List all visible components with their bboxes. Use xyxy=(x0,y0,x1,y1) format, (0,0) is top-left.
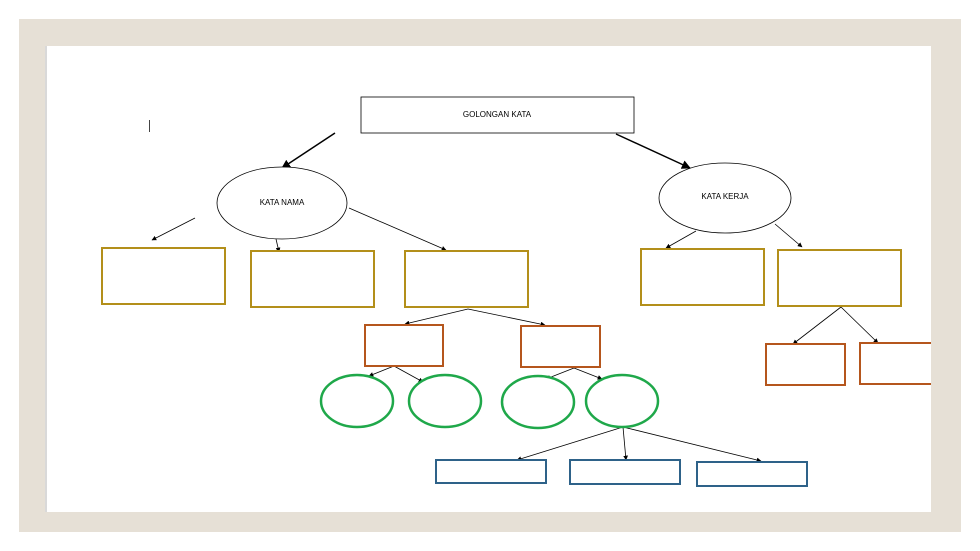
kata-kerja-node xyxy=(658,162,792,234)
edge-kerjabox2-to-brown1 xyxy=(792,306,842,345)
text-cursor xyxy=(149,120,150,132)
kata-nama-box-2 xyxy=(250,250,375,308)
brown-box-2 xyxy=(520,325,601,368)
edge-kerja-to-box2 xyxy=(774,223,803,248)
edge-nama-to-box1 xyxy=(151,217,196,241)
kata-nama-label: KATA NAMA xyxy=(260,198,305,207)
brown-box-3 xyxy=(765,343,846,386)
green-circle-1 xyxy=(319,373,395,429)
green-circle-3 xyxy=(500,374,576,430)
kata-nama-box-1 xyxy=(101,247,226,305)
edge-root-to-kata-nama xyxy=(281,132,336,169)
slide-left-edge xyxy=(45,46,47,512)
root-node xyxy=(360,96,635,134)
green-circles xyxy=(319,373,660,430)
edge-circle4-to-blue1 xyxy=(516,426,624,462)
blue-box-2 xyxy=(569,459,681,485)
edge-circle4-to-blue3 xyxy=(622,426,762,463)
concept-map: GOLONGAN KATA KATA NAMA KATA KERJA xyxy=(101,96,931,487)
edge-nama-to-box2 xyxy=(275,238,281,253)
kata-nama-box-3 xyxy=(404,250,529,308)
edge-brown2-to-circle4 xyxy=(573,367,603,380)
brown-boxes xyxy=(364,324,931,386)
edge-root-to-kata-kerja xyxy=(615,133,691,169)
root-label: GOLONGAN KATA xyxy=(463,110,532,119)
brown-box-1 xyxy=(364,324,444,367)
edge-box3-to-brown1 xyxy=(404,308,469,326)
green-circle-2 xyxy=(407,373,483,429)
slide-frame: GOLONGAN KATA KATA NAMA KATA KERJA xyxy=(19,19,961,532)
gold-boxes xyxy=(101,247,902,308)
edge-circle4-to-blue2 xyxy=(622,426,628,461)
kata-kerja-box-1 xyxy=(640,248,765,306)
edge-kerja-to-box1 xyxy=(665,230,697,249)
kata-kerja-box-2 xyxy=(777,249,902,307)
edge-box3-to-brown2 xyxy=(467,308,546,327)
kata-nama-node xyxy=(216,166,348,240)
brown-box-4 xyxy=(859,342,931,385)
edge-nama-to-box3 xyxy=(348,207,447,251)
slide-canvas: GOLONGAN KATA KATA NAMA KATA KERJA xyxy=(45,46,931,512)
blue-box-1 xyxy=(435,459,547,484)
green-circle-4 xyxy=(584,373,660,429)
blue-box-3 xyxy=(696,461,808,487)
edge-brown1-to-circle1 xyxy=(368,365,395,377)
edge-brown1-to-circle2 xyxy=(393,365,424,383)
blue-boxes xyxy=(435,459,808,487)
edge-kerjabox2-to-brown2 xyxy=(840,306,879,344)
kata-kerja-label: KATA KERJA xyxy=(701,192,749,201)
